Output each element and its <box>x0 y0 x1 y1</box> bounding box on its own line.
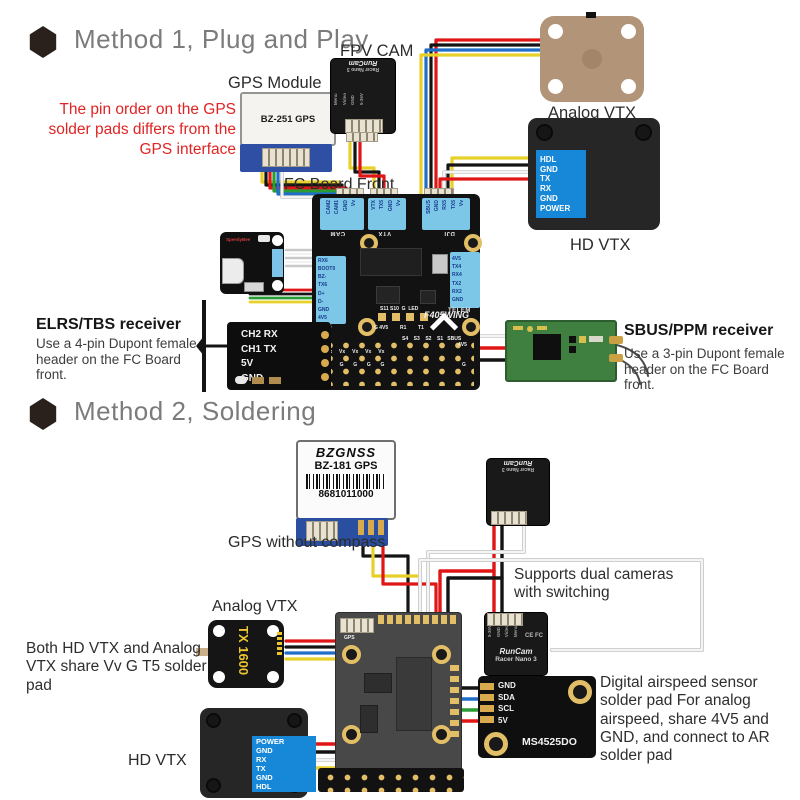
ce-fc-mark: CE FC <box>525 633 543 639</box>
boot-button <box>258 235 270 242</box>
gps-module-pcb <box>240 144 332 172</box>
fc-barometer <box>432 254 448 274</box>
sbus-solder-stub-1 <box>609 336 623 344</box>
gps2-brand: BZGNSS <box>315 445 377 460</box>
hd-vtx-label-m2: HD VTX <box>128 752 187 769</box>
sbus-receiver <box>505 320 623 382</box>
fc-servo-pad-grid <box>318 336 474 386</box>
sbus-solder-stub-2 <box>609 354 623 362</box>
analog-vtx-board-m2: TX 1600 <box>208 620 284 688</box>
fpv-cam-pin-labels: Menu Video GND 5-36V <box>333 93 364 106</box>
dual-camera-note: Supports dual cameras with switching <box>514 566 674 602</box>
usb-c-port <box>222 258 244 284</box>
elrs-bottom-pads <box>235 376 281 384</box>
usb-adapter-module: SpeedyBee <box>220 232 284 294</box>
gps2-model: BZ-181 GPS <box>314 460 378 472</box>
camera-bottom-pin-labels: 5-36V GND Video Menu <box>487 625 518 638</box>
elrs-desc: Use a 4-pin Dupont female header on the … <box>36 336 197 383</box>
analog-vtx-label-m1: Analog VTX <box>548 104 637 122</box>
gps2-caption: GPS without compass <box>228 534 386 551</box>
elrs-antenna <box>202 300 206 392</box>
fpv-cam-model: Racer Nano 3 <box>347 66 379 72</box>
method1-heading: Method 1, Plug and Play <box>74 24 369 54</box>
vtx-emblem <box>582 49 602 69</box>
gps-connector <box>262 148 310 167</box>
fc2-gps-port-label: GPS <box>344 635 355 641</box>
fc-port-telem-pads: 4V5 TX4 RX4 TX2 RX2 GND <box>450 252 480 308</box>
fc-port-usb-pads: RX6 BOOT0 BZ- TX6 D+ D- GND 4V5 <box>316 256 346 324</box>
gps2-barcode <box>306 474 386 489</box>
airspeed-note: Digital airspeed sensor solder pad For a… <box>600 674 770 765</box>
fpv-cam-label: FPV CAM <box>340 42 414 60</box>
vtx-antenna-pad <box>586 12 596 18</box>
fc-port-cam-pads: CAM2 CAM1 GND Vv <box>320 198 364 230</box>
fpv-cam-connector <box>345 119 383 133</box>
gps-warning-note: The pin order on the GPS solder pads dif… <box>48 101 236 159</box>
fc-silk-s11-row: S11 S10 G LED <box>380 306 419 312</box>
gps-module-label: GPS Module <box>228 74 322 92</box>
vtx2-marking: TX 1600 <box>236 626 251 676</box>
fc-board-m2: GPS <box>335 612 462 772</box>
fc-model-name: F405WING <box>424 310 470 320</box>
adapter-switch <box>244 282 264 292</box>
vtx-share-note: Both HD VTX and Analog VTX share Vv G T5… <box>26 640 207 694</box>
fc-board-front-label: FC Board Front <box>284 176 395 193</box>
camera-bottom-m2: 5-36V GND Video Menu CE FC RunCam Racer … <box>484 612 548 676</box>
analog-vtx-board-m1 <box>540 12 644 102</box>
sbus-title: SBUS/PPM receiver <box>624 322 774 339</box>
fc-port-dji-pads: SBUS GND RX5 TX5 Vv <box>422 198 470 230</box>
fpv-cam-plug <box>346 132 378 142</box>
hd-vtx-label-m1: HD VTX <box>570 236 631 254</box>
fpv-cam-brand: RunCam <box>348 59 378 66</box>
fc-mcu-chip <box>360 248 422 276</box>
fc-port-dji-name: DJI <box>444 230 455 236</box>
gps2-pcb <box>296 518 388 546</box>
fc-port-cam-name: CAM <box>330 230 346 236</box>
camera-bottom-connector <box>487 613 523 626</box>
fpv-camera: Racer Nano 3 RunCam Menu Video GND 5-36V <box>330 58 396 134</box>
gps2-module: BZGNSS BZ-181 GPS 8681011000 <box>296 440 396 520</box>
camera-top-connector <box>491 511 527 525</box>
fc2-bottom-pad-strip <box>318 768 464 792</box>
camera-top-m2: Racer Nano 3 RunCam <box>486 458 550 526</box>
fc-board-m1: CAM2 CAM1 GND Vv VTX TX5 GND Vv SBUS GND… <box>312 194 482 390</box>
method2-heading: Method 2, Soldering <box>74 396 317 426</box>
fc2-gps-connector <box>340 618 374 633</box>
fc-port-telem-name: TELEM <box>448 308 471 314</box>
elrs-antenna-flare <box>196 336 204 356</box>
vtx2-antenna-stub <box>196 648 212 656</box>
sbus-desc: Use a 3-pin Dupont female header on the … <box>624 346 785 393</box>
gps2-serial: 8681011000 <box>318 489 374 500</box>
elrs-title: ELRS/TBS receiver <box>36 316 181 333</box>
usb-adapter-brand: SpeedyBee <box>226 237 251 242</box>
fc-port-vtx-name: VTX <box>378 230 392 236</box>
sbus-chip <box>533 334 561 360</box>
gps-chip-label: BZ-251 GPS <box>260 113 316 125</box>
analog-vtx-label-m2: Analog VTX <box>212 598 298 615</box>
fc-port-vtx-pads: VTX TX5 GND Vv <box>368 198 406 230</box>
adapter-sticker <box>272 249 283 277</box>
airspeed-model: MS4525DO <box>522 736 577 748</box>
gps-module-antenna: BZ-251 GPS <box>240 92 336 146</box>
